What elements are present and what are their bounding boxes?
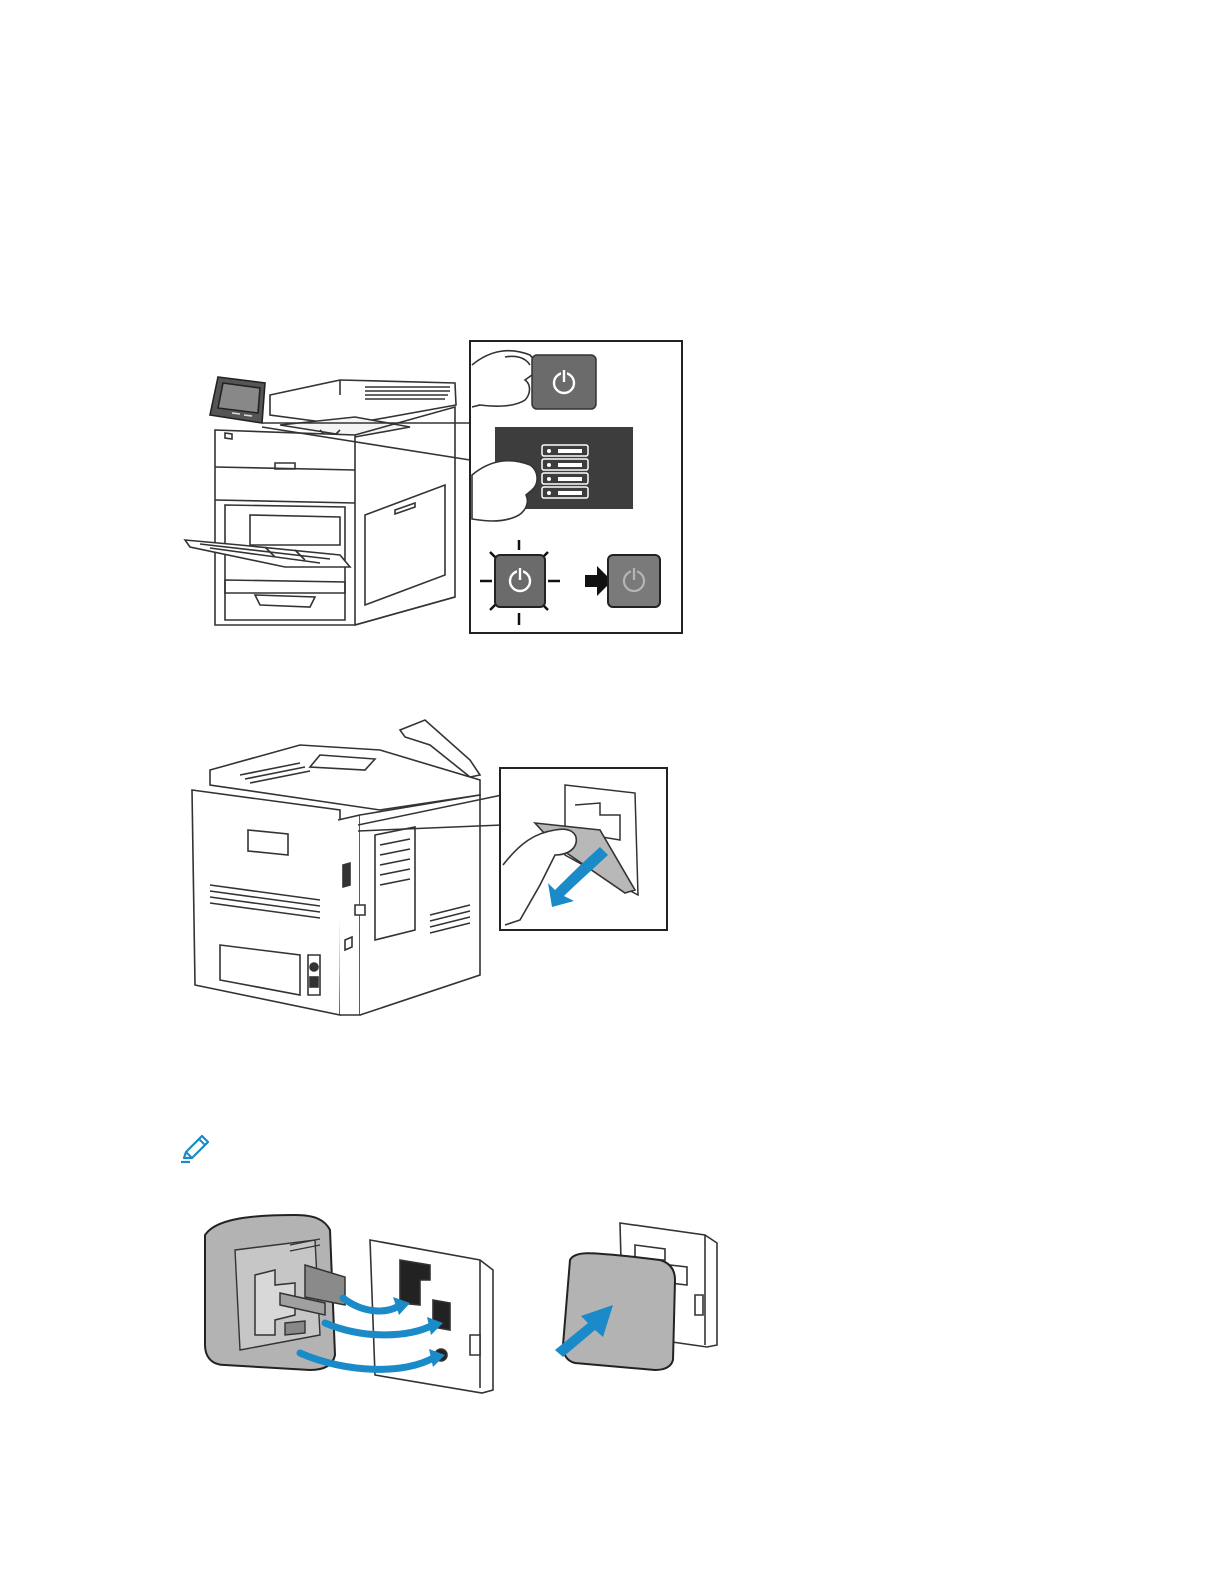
pencil-note-icon bbox=[178, 1132, 212, 1166]
power-off-button-icon bbox=[608, 555, 660, 607]
hand-press-icon bbox=[472, 351, 535, 407]
power-off-figure bbox=[180, 335, 690, 640]
rear-cover-figure bbox=[180, 715, 675, 1020]
power-button-icon bbox=[532, 355, 596, 409]
wireless-adapter-figure bbox=[195, 1205, 725, 1405]
power-menu-icon bbox=[472, 427, 633, 521]
printer-front-icon bbox=[185, 377, 470, 625]
printer-rear-icon bbox=[192, 720, 480, 1015]
